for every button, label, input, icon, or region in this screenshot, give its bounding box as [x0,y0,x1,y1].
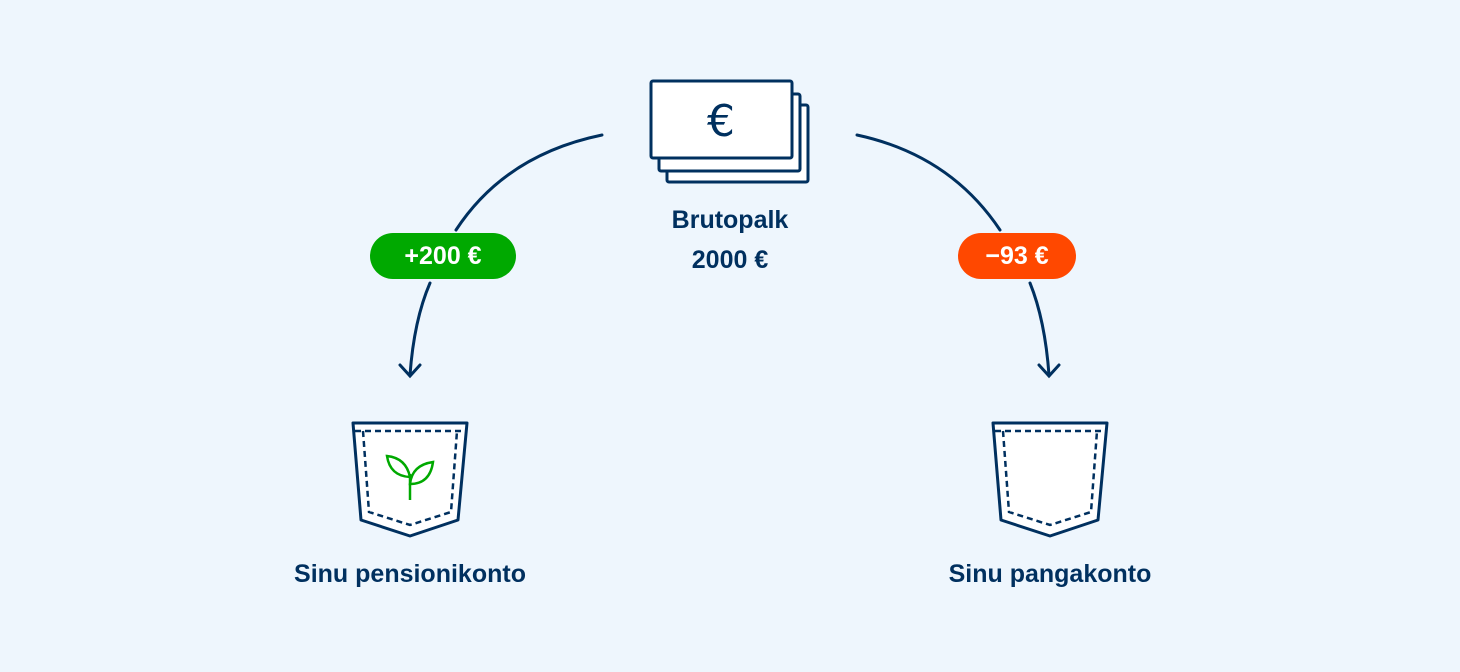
bank-account-label: Sinu pangakonto [948,560,1152,588]
arrowhead-left [398,363,422,379]
euro-icon: € [707,96,735,147]
gross-amount: 2000 € [691,246,769,274]
arrow-left-upper [454,133,604,232]
banknotes-icon: € [649,79,810,184]
gross-salary-label: Brutopalk 2000 € [672,203,789,277]
bank-pocket-icon [991,421,1109,538]
pension-account-label: Sinu pensionikonto [294,560,526,588]
bank-deduction-badge: −93 € [958,233,1076,279]
plant-icon [385,454,435,500]
pension-contribution-badge: +200 € [370,233,516,279]
gross-label-text: Brutopalk [671,206,789,234]
arrow-right-upper [855,133,1002,232]
arrow-right-lower [1028,281,1051,377]
arrowhead-right [1037,363,1061,379]
arrow-left-lower [408,281,432,377]
pension-pocket-icon [351,421,469,538]
